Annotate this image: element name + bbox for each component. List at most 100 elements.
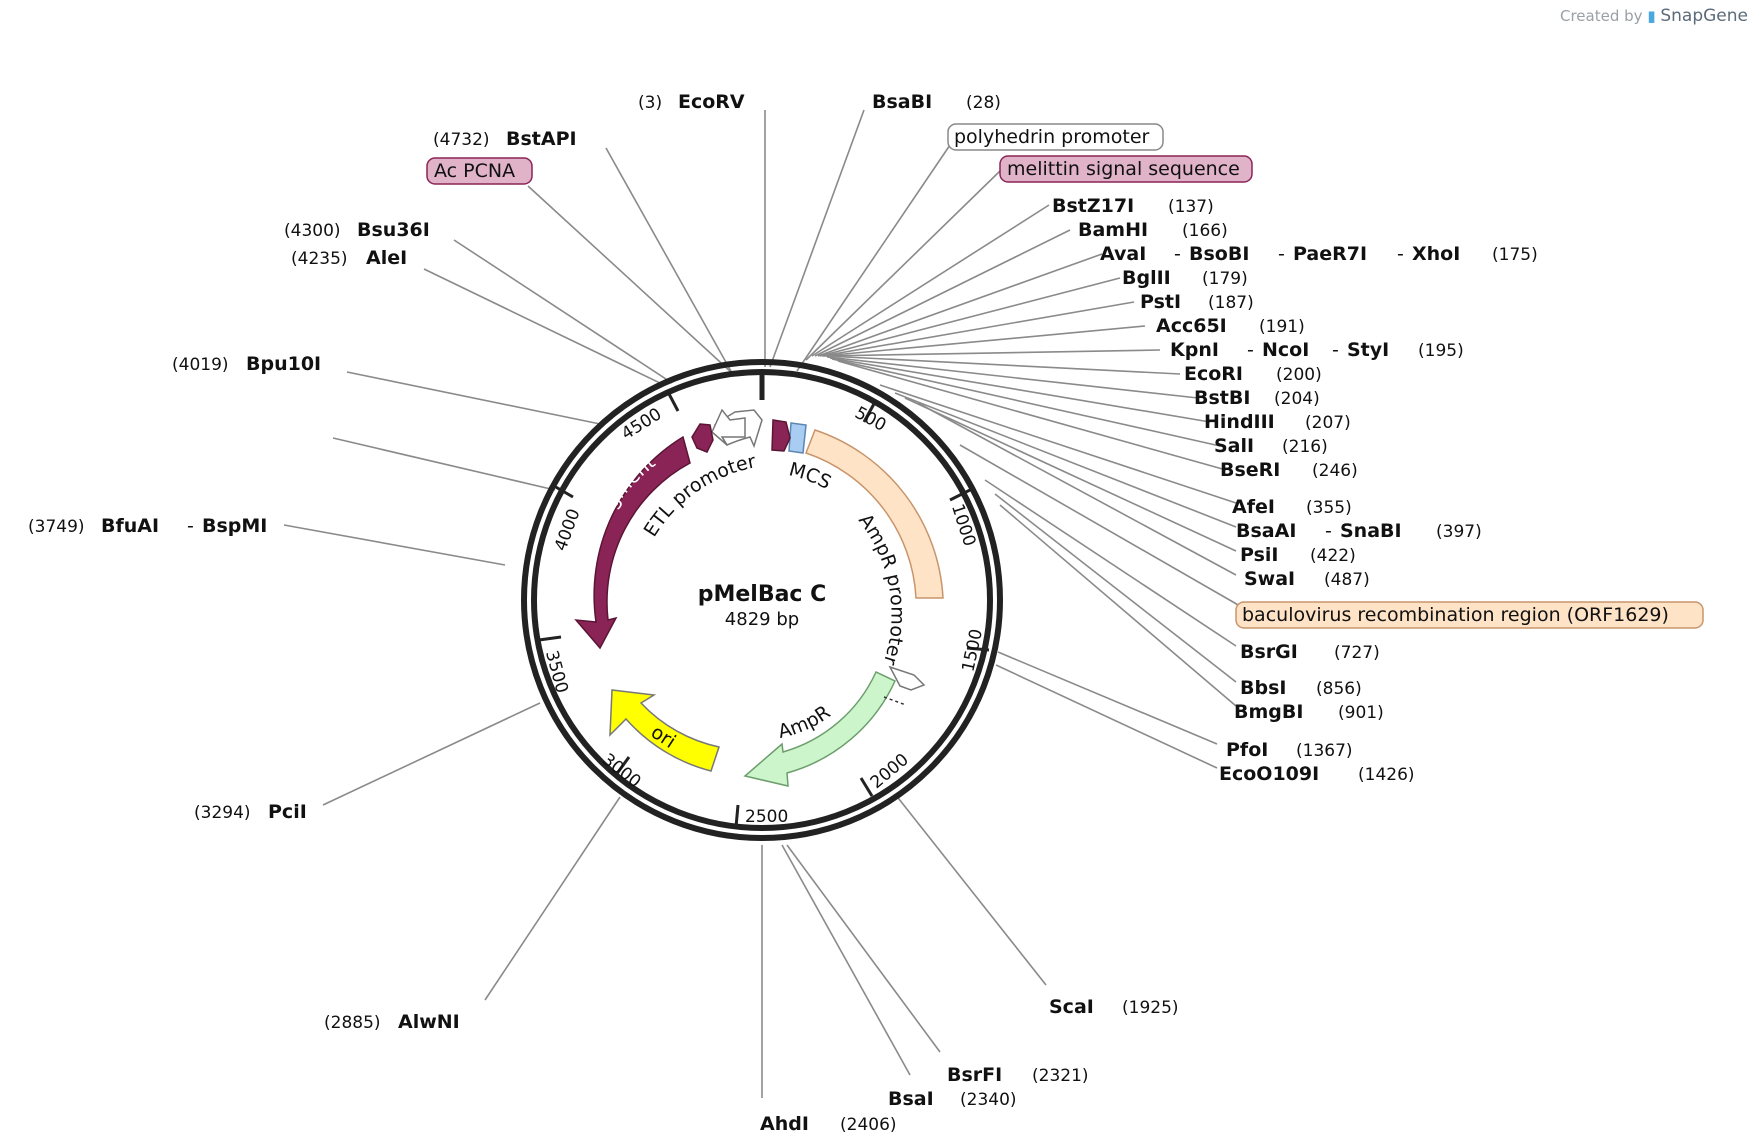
snapgene-credit: Created by ▮ SnapGene bbox=[1560, 6, 1748, 26]
ampr-arrow bbox=[743, 670, 896, 787]
polyhedrin-promoter-label: polyhedrin promoter bbox=[954, 126, 1150, 148]
tick-label-1000: 1000 bbox=[947, 502, 979, 549]
site-name-bsaai: BsaAI bbox=[1236, 520, 1296, 542]
tick-500 bbox=[862, 401, 877, 423]
tick-1000 bbox=[949, 488, 971, 502]
site-name-afei: AfeI bbox=[1232, 496, 1275, 518]
site-pos-ecoo109i: (1426) bbox=[1358, 765, 1415, 785]
site-pos-avai: (175) bbox=[1492, 245, 1538, 265]
tick-marks bbox=[538, 372, 990, 828]
site-pos-bfuai: (3749) bbox=[28, 517, 85, 537]
feature-label-boxes: Ac PCNA polyhedrin promoter melittin sig… bbox=[426, 123, 1704, 629]
site-name-ecorv: EcoRV bbox=[678, 91, 745, 113]
site-name-scai: ScaI bbox=[1049, 996, 1094, 1018]
site-sep-xhoi: - bbox=[1397, 243, 1404, 265]
site-pos-bsrgi: (727) bbox=[1334, 643, 1380, 663]
lacz-arrow bbox=[574, 435, 691, 650]
site-pos-bmgbi: (901) bbox=[1338, 703, 1384, 723]
site-pos-bstbi: (204) bbox=[1274, 389, 1320, 409]
site-name-xhoi: XhoI bbox=[1412, 243, 1460, 265]
site-name-bsai: BsaI bbox=[888, 1088, 934, 1110]
site-sep-styi: - bbox=[1332, 339, 1339, 361]
site-pos-bpu10i: (4019) bbox=[172, 355, 229, 375]
site-pos-bsrfi: (2321) bbox=[1032, 1066, 1089, 1086]
site-name-bsu36i: Bsu36I bbox=[357, 219, 430, 241]
site-pos-bstz17i: (137) bbox=[1168, 197, 1214, 217]
plasmid-length: 4829 bp bbox=[725, 609, 799, 630]
tick-1500 bbox=[966, 646, 990, 652]
site-pos-afei: (355) bbox=[1306, 498, 1352, 518]
orf1629-arc bbox=[805, 429, 944, 599]
melittin-signal-sequence-label: melittin signal sequence bbox=[1007, 158, 1240, 180]
etl-promoter-arrow bbox=[711, 408, 746, 446]
site-pos-sali: (216) bbox=[1282, 437, 1328, 457]
leader-lines bbox=[283, 109, 1241, 1098]
site-name-bmgbi: BmgBI bbox=[1234, 701, 1303, 723]
site-pos-bamhi: (166) bbox=[1182, 221, 1228, 241]
site-pos-ecorv: (3) bbox=[638, 93, 662, 113]
site-pos-bglii: (179) bbox=[1202, 269, 1248, 289]
credit-prefix: Created by bbox=[1560, 7, 1643, 25]
site-name-psti: PstI bbox=[1140, 291, 1181, 313]
site-name-bsrfi: BsrFI bbox=[947, 1064, 1002, 1086]
site-name-bglii: BglII bbox=[1122, 267, 1171, 289]
site-pos-bsabi: (28) bbox=[966, 93, 1001, 113]
site-name-bpu10i: Bpu10I bbox=[246, 353, 321, 375]
site-name-bsabi: BsaBI bbox=[872, 91, 932, 113]
site-sep-ncoi: - bbox=[1247, 339, 1254, 361]
tick-label-3000: 3000 bbox=[598, 750, 644, 792]
credit-brand: SnapGene bbox=[1660, 6, 1748, 26]
site-pos-acc65i: (191) bbox=[1259, 317, 1305, 337]
site-name-bstapi: BstAPI bbox=[506, 128, 577, 150]
melittin-arrow bbox=[771, 419, 791, 452]
tick-3500 bbox=[538, 635, 562, 642]
site-pos-psti: (187) bbox=[1208, 293, 1254, 313]
site-pos-pcii: (3294) bbox=[194, 803, 251, 823]
site-name-bstz17i: BstZ17I bbox=[1052, 195, 1134, 217]
ac-pcna-arrow bbox=[691, 423, 714, 453]
site-name-bfuai: BfuAI bbox=[101, 515, 159, 537]
snapgene-logo-icon: ▮ bbox=[1647, 7, 1656, 25]
mcs-label: MCS bbox=[787, 458, 835, 494]
ac-pcna-label: Ac PCNA bbox=[434, 160, 515, 182]
site-pos-pfoi: (1367) bbox=[1296, 741, 1353, 761]
site-name-bsrgi: BsrGI bbox=[1240, 641, 1298, 663]
site-name-paer7i: PaeR7I bbox=[1293, 243, 1367, 265]
tick-2000 bbox=[859, 777, 874, 797]
tick-4500 bbox=[666, 391, 680, 412]
site-pos-bstapi: (4732) bbox=[433, 130, 490, 150]
site-name-bsobi: BsoBI bbox=[1189, 243, 1249, 265]
site-pos-bbsi: (856) bbox=[1316, 679, 1362, 699]
site-name-psii: PsiI bbox=[1240, 544, 1278, 566]
tick-label-2500: 2500 bbox=[745, 807, 788, 827]
site-pos-ecori: (200) bbox=[1276, 365, 1322, 385]
site-pos-swai: (487) bbox=[1324, 570, 1370, 590]
site-pos-psii: (422) bbox=[1310, 546, 1356, 566]
site-pos-alei: (4235) bbox=[291, 249, 348, 269]
site-pos-ahdi: (2406) bbox=[840, 1115, 897, 1135]
site-name-alwni: AlwNI bbox=[398, 1011, 460, 1033]
site-sep-bspmi: - bbox=[187, 515, 194, 537]
site-name-bbsi: BbsI bbox=[1240, 677, 1286, 699]
site-name-ahdi: AhdI bbox=[760, 1113, 809, 1135]
plasmid-title: pMelBac C 4829 bp bbox=[698, 582, 827, 630]
site-sep-bsobi: - bbox=[1174, 243, 1181, 265]
site-name-acc65i: Acc65I bbox=[1156, 315, 1227, 337]
tick-4000 bbox=[553, 484, 574, 499]
site-name-ecori: EcoRI bbox=[1184, 363, 1243, 385]
site-name-pfoi: PfoI bbox=[1226, 739, 1268, 761]
site-name-bstbi: BstBI bbox=[1194, 387, 1250, 409]
site-pos-kpni: (195) bbox=[1418, 341, 1464, 361]
site-name-kpni: KpnI bbox=[1170, 339, 1219, 361]
site-name-ncoi: NcoI bbox=[1262, 339, 1309, 361]
site-pos-bseri: (246) bbox=[1312, 461, 1358, 481]
tick-label-4500: 4500 bbox=[618, 404, 665, 444]
site-pos-bsai: (2340) bbox=[960, 1090, 1017, 1110]
site-pos-hindiii: (207) bbox=[1305, 413, 1351, 433]
site-name-bseri: BseRI bbox=[1220, 459, 1280, 481]
site-pos-alwni: (2885) bbox=[324, 1013, 381, 1033]
site-name-alei: AleI bbox=[366, 247, 407, 269]
plasmid-name: pMelBac C bbox=[698, 582, 827, 607]
site-name-snabi: SnaBI bbox=[1340, 520, 1402, 542]
